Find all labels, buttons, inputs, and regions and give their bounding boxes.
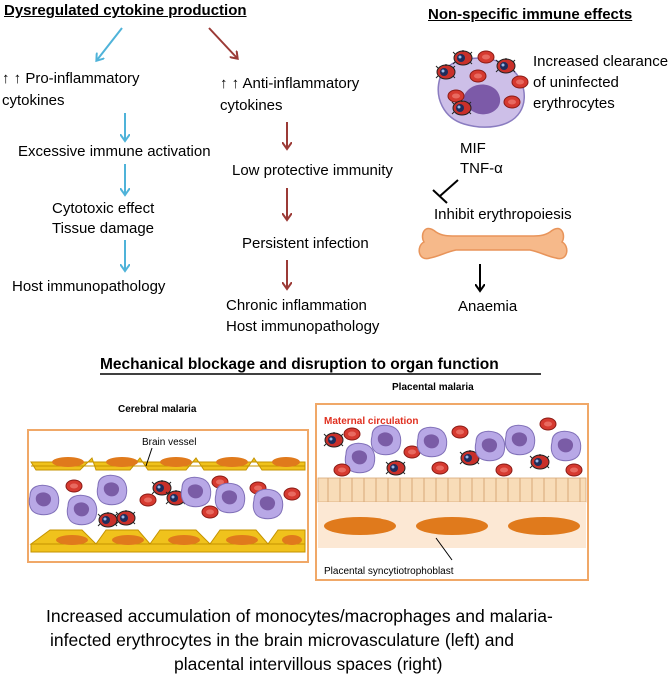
- chronic-line2: Host immunopathology: [226, 318, 380, 335]
- host-immunopathology: Host immunopathology: [12, 278, 166, 295]
- caption-line3: placental intervillous spaces (right): [174, 654, 443, 674]
- caption-line2: infected erythrocytes in the brain micro…: [50, 630, 514, 650]
- chronic-line1: Chronic inflammation: [226, 297, 367, 314]
- dysregulated-title: Dysregulated cytokine production: [4, 2, 247, 19]
- mif-label: MIF: [460, 140, 486, 157]
- pro-inflammatory-line2: cytokines: [2, 92, 65, 109]
- placental-title: Placental malaria: [392, 382, 474, 393]
- mechanical-title: Mechanical blockage and disruption to or…: [100, 356, 499, 373]
- maternal-circulation-label: Maternal circulation: [324, 416, 419, 427]
- inhibition-symbol: [432, 179, 459, 204]
- pro-inflammatory-arrows: [97, 27, 125, 270]
- caption-line1: Increased accumulation of monocytes/macr…: [46, 606, 553, 626]
- anti-inflammatory-line2: cytokines: [220, 97, 283, 114]
- cerebral-title: Cerebral malaria: [118, 404, 197, 415]
- clearance-line1: Increased clearance: [533, 53, 669, 70]
- anti-inflammatory-arrows: [208, 27, 287, 288]
- tnf-label: TNF-α: [460, 160, 503, 177]
- cytotoxic-line1: Cytotoxic effect: [52, 200, 155, 217]
- clearance-line3: erythrocytes: [533, 95, 615, 112]
- cytotoxic-line2: Tissue damage: [52, 220, 154, 237]
- pro-inflammatory-line1: ↑ ↑ Pro-inflammatory: [2, 70, 140, 87]
- syncytiotrophoblast-label: Placental syncytiotrophoblast: [324, 566, 454, 577]
- clearance-line2: of uninfected: [533, 74, 619, 91]
- bone-icon: [418, 227, 568, 260]
- nonspecific-title: Non-specific immune effects: [428, 6, 633, 23]
- inhibit-erythropoiesis: Inhibit erythropoiesis: [434, 206, 572, 223]
- brain-vessel-label: Brain vessel: [142, 437, 197, 448]
- anti-inflammatory-line1: ↑ ↑ Anti-inflammatory: [220, 75, 360, 92]
- macrophage-cluster: [435, 49, 529, 128]
- placental-malaria-panel: [315, 403, 589, 581]
- low-protective-immunity: Low protective immunity: [232, 162, 393, 179]
- cerebral-malaria-panel: [27, 429, 309, 563]
- anaemia-label: Anaemia: [458, 298, 518, 315]
- excessive-activation: Excessive immune activation: [18, 143, 211, 160]
- persistent-infection: Persistent infection: [242, 235, 369, 252]
